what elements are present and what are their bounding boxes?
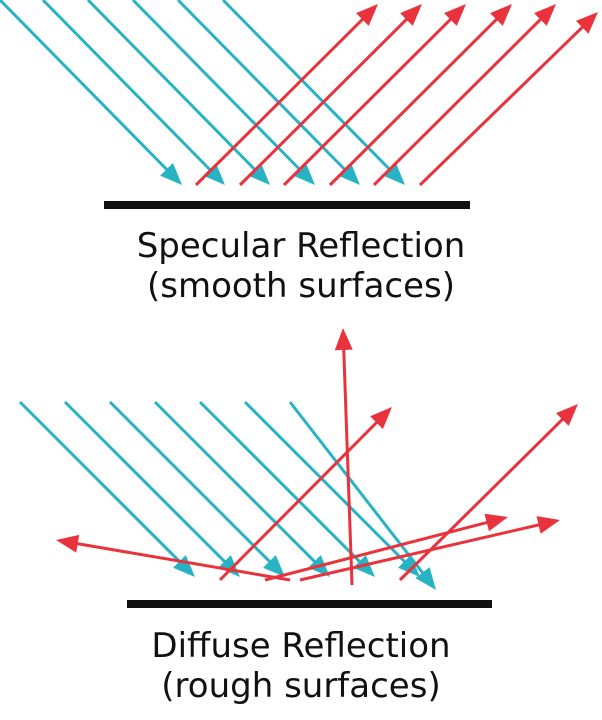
incident-ray-arrow [176, 0, 360, 185]
incident-ray-arrow [0, 0, 182, 185]
reflected-ray-arrow [328, 4, 512, 187]
incident-ray-arrow [63, 400, 240, 577]
incident-ray-arrow [243, 400, 420, 577]
diffuse-caption: Diffuse Reflection (rough surfaces) [0, 626, 602, 706]
incident-ray-arrow [221, 0, 405, 185]
incident-ray-arrow [153, 400, 330, 577]
reflected-ray-arrow [264, 513, 508, 582]
reflected-ray-arrow [194, 4, 378, 187]
reflected-ray-arrow [218, 407, 392, 582]
incident-ray-arrow [86, 0, 270, 185]
reflected-ray-arrow [56, 534, 291, 582]
diffuse-title: Diffuse Reflection [151, 626, 451, 666]
specular-subtitle: (smooth surfaces) [146, 266, 456, 306]
incident-ray-arrow [41, 0, 225, 185]
incident-ray-arrow [108, 400, 285, 577]
diffuse-reflection-diagram [18, 328, 578, 608]
incident-ray-arrow [131, 0, 315, 185]
specular-reflection-diagram [0, 0, 598, 209]
reflected-ray-arrow [418, 12, 598, 187]
reflected-ray-arrow [334, 328, 354, 586]
reflected-ray-arrow [238, 4, 422, 187]
specular-title: Specular Reflection [136, 226, 466, 266]
reflected-ray-arrow [398, 404, 578, 582]
reflected-ray-arrow [372, 4, 556, 187]
diffuse-subtitle: (rough surfaces) [161, 666, 441, 706]
specular-caption: Specular Reflection (smooth surfaces) [0, 226, 602, 306]
reflected-ray-arrow [299, 516, 560, 582]
reflected-ray-arrow [282, 4, 466, 187]
incident-ray-arrow [18, 400, 195, 577]
